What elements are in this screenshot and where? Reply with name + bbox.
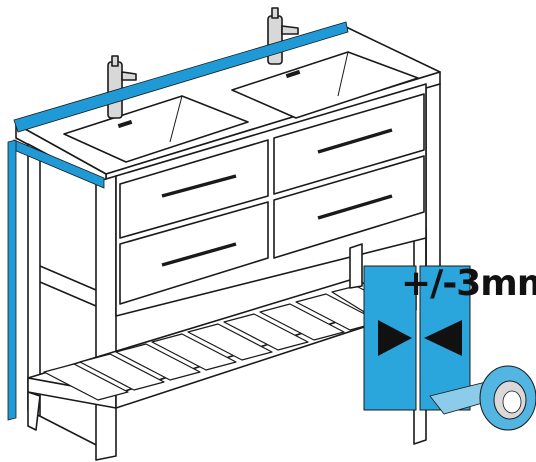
vanity-unit <box>15 7 441 461</box>
seal-top-back <box>13 21 349 133</box>
sealing-strips <box>7 21 349 421</box>
drawer-lower-right <box>273 155 425 259</box>
leg-front-left <box>95 175 117 461</box>
drawer-lower-left <box>119 201 269 305</box>
seal-left-vertical <box>7 139 17 421</box>
sealing-tape-roll-icon <box>429 365 536 431</box>
tolerance-arrows-icon <box>378 320 462 356</box>
tolerance-detail <box>363 265 536 431</box>
shelf-slats <box>43 285 405 401</box>
tolerance-label: +/-3mm <box>401 263 536 304</box>
